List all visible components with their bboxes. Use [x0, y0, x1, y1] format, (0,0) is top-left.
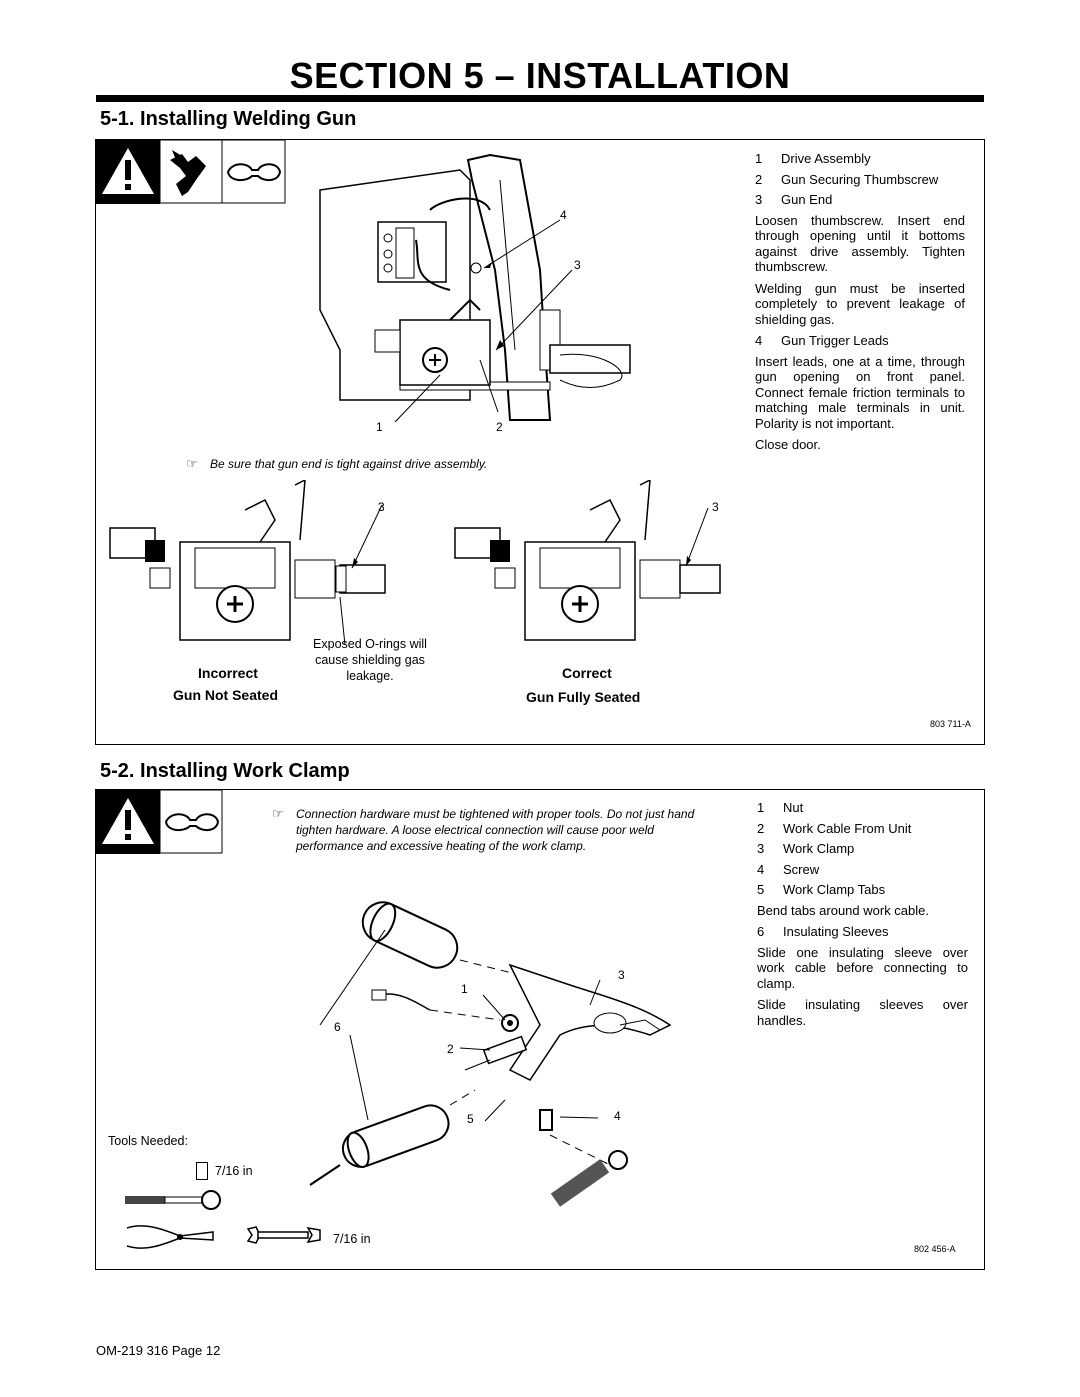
hardware-note: Connection hardware must be tightened wi… — [296, 807, 695, 853]
instruction-paragraph: Bend tabs around work cable. — [757, 902, 929, 918]
incorrect-drawing — [109, 480, 386, 646]
instruction-paragraph: Welding gun must be inserted completely … — [755, 280, 965, 327]
instruction-paragraph: Insert leads, one at a time, through gun… — [755, 353, 965, 431]
pliers-icon — [126, 1225, 214, 1249]
gun-end-note: Be sure that gun end is tight against dr… — [210, 457, 488, 471]
incorrect-label: Incorrect — [198, 665, 258, 681]
instruction-paragraph: Slide one insulating sleeve over work ca… — [757, 944, 968, 991]
section-title: SECTION 5 – INSTALLATION — [289, 55, 791, 96]
callout-4: 4 — [614, 1109, 621, 1123]
callout-2: 2 — [447, 1042, 454, 1056]
heading-installing-welding-gun: 5-1. Installing Welding Gun — [100, 108, 357, 130]
heading-installing-work-clamp: 5-2. Installing Work Clamp — [100, 760, 350, 782]
figure-id: 802 456-A — [914, 1244, 956, 1254]
pointing-hand-icon: ☞ — [272, 806, 284, 821]
drive-assembly-drawing — [319, 153, 631, 423]
callout-1: 1 — [461, 982, 468, 996]
work-clamp-panel — [95, 789, 985, 1270]
hazard-icons — [96, 140, 286, 204]
wrench-size: 7/16 in — [333, 1232, 371, 1246]
work-clamp-drawing — [309, 901, 672, 1207]
oring-note: Exposed O-rings will cause shielding gas… — [313, 637, 427, 683]
tools-needed-label: Tools Needed: — [108, 1134, 188, 1148]
callout-3-correct: 3 — [712, 500, 719, 514]
socket-size: 7/16 in — [215, 1164, 253, 1178]
callout-2: 2 — [496, 420, 503, 434]
pointing-hand-icon: ☞ — [186, 456, 198, 471]
figure-id: 803 711-A — [930, 719, 971, 729]
gun-fully-seated-label: Gun Fully Seated — [526, 689, 641, 705]
instruction-paragraph: Slide insulating sleeves over handles. — [757, 997, 968, 1028]
correct-drawing — [454, 480, 721, 641]
callout-3: 3 — [618, 968, 625, 982]
title-rule — [96, 95, 984, 102]
wrench-icon — [246, 1226, 321, 1244]
callout-5: 5 — [467, 1112, 474, 1126]
hazard-icons-work-clamp — [96, 790, 223, 854]
ratchet-icon — [125, 1190, 221, 1210]
instruction-paragraph: Loosen thumbscrew. Insert end through op… — [755, 212, 965, 275]
correct-label: Correct — [562, 665, 612, 681]
socket-icon — [196, 1162, 208, 1180]
welding-gun-panel — [95, 139, 985, 745]
callout-6: 6 — [334, 1020, 341, 1034]
callout-4: 4 — [560, 208, 567, 222]
page-footer: OM-219 316 Page 12 — [96, 1343, 221, 1358]
gun-not-seated-label: Gun Not Seated — [173, 687, 279, 703]
callout-3-incorrect: 3 — [378, 500, 385, 514]
callout-3: 3 — [574, 258, 581, 272]
callout-1: 1 — [376, 420, 383, 434]
instruction-paragraph: Close door. — [755, 437, 821, 452]
